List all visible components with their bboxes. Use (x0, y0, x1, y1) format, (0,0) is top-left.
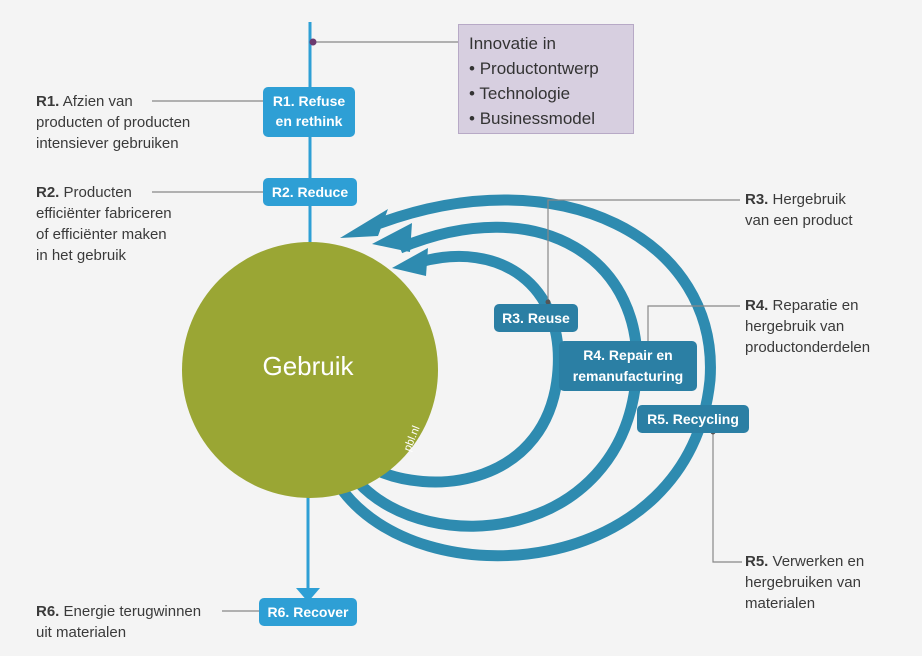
note-r4-code: R4. (745, 297, 769, 314)
tag-r6: R6. Recover (268, 604, 349, 620)
gebruik-label: Gebruik (262, 351, 354, 381)
tag-r1: R1. Refuse en rethink (273, 93, 346, 129)
tag-line: R3. Reuse (502, 310, 570, 326)
tag-r2: R2. Reduce (272, 184, 348, 200)
innovation-box: Innovatie in Productontwerp Technologie … (458, 24, 634, 134)
innovation-marker (309, 38, 317, 46)
tag-line: R6. Recover (268, 604, 349, 620)
innovation-list: Productontwerp Technologie Businessmodel (469, 56, 623, 131)
loop-reuse (365, 251, 564, 488)
tag-r1-box (263, 87, 355, 137)
r4-connector (647, 305, 740, 344)
r5-connector (712, 432, 742, 563)
tag-line: R2. Reduce (272, 184, 348, 200)
tag-line: en rethink (276, 113, 343, 129)
tag-r3: R3. Reuse (502, 310, 570, 326)
innovation-title: Innovatie in (469, 34, 556, 53)
note-r3-code: R3. (745, 191, 769, 208)
loop-repair-arrow (372, 223, 412, 252)
innovation-item: Businessmodel (469, 106, 623, 131)
tag-r4: R4. Repair en remanufacturing (573, 347, 683, 384)
innovation-item: Productontwerp (469, 56, 623, 81)
tag-r6-box (259, 598, 357, 626)
tag-r2-box (263, 178, 357, 206)
r3-dot (545, 299, 551, 305)
note-r2-code: R2. (36, 184, 60, 201)
tag-line: R5. Recycling (647, 411, 739, 427)
tag-r4-box (559, 341, 697, 391)
tag-line: R4. Repair en (583, 347, 672, 363)
tag-line: remanufacturing (573, 368, 683, 384)
note-r5-code: R5. (745, 553, 769, 570)
gebruik-circle (182, 242, 438, 498)
innovation-item: Technologie (469, 81, 623, 106)
tag-r3-box (494, 304, 578, 332)
flow-arrow-bottom (296, 588, 320, 602)
loop-recycling-arrow (340, 209, 388, 238)
loop-reuse-arrow (392, 248, 428, 276)
note-r1-code: R1. (36, 93, 60, 110)
r3-connector (547, 199, 740, 302)
tag-line: R1. Refuse (273, 93, 346, 109)
tag-r5: R5. Recycling (647, 411, 739, 427)
loop-recycling (335, 194, 716, 562)
note-r6-code: R6. (36, 603, 60, 620)
tag-r5-box (637, 405, 749, 433)
